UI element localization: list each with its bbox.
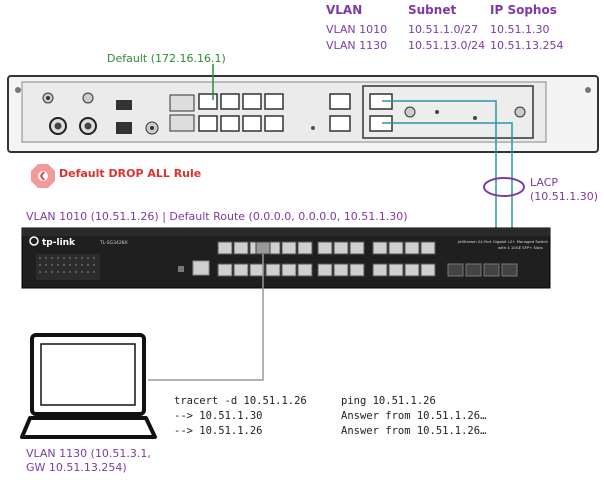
drop-rule-icon bbox=[31, 164, 55, 188]
lacp-label: LACP bbox=[530, 176, 559, 189]
tracert-hop-2: --> 10.51.1.26 bbox=[174, 425, 263, 437]
default-gateway-label: Default (172.16.16.1) bbox=[107, 52, 226, 65]
vlan-header: VLAN bbox=[326, 3, 363, 17]
subnet-header: Subnet bbox=[408, 3, 457, 17]
switch-vlan-label: VLAN 1010 (10.51.1.26) | Default Route (… bbox=[26, 210, 408, 223]
laptop-link-line bbox=[148, 254, 264, 381]
switch-brand-text: tp-link bbox=[42, 238, 76, 248]
vlan-row-2-ip: 10.51.13.254 bbox=[490, 39, 564, 52]
firewall-device bbox=[7, 75, 599, 153]
ping-command: ping 10.51.1.26 bbox=[341, 395, 436, 407]
tracert-hop-1: --> 10.51.1.30 bbox=[174, 410, 263, 422]
switch-desc-line-1: JetStream 24-Port Gigabit L2+ Managed Sw… bbox=[457, 239, 548, 244]
laptop-vlan-label-1: VLAN 1130 (10.51.3.1, bbox=[26, 447, 151, 460]
laptop-vlan-label-2: GW 10.51.13.254) bbox=[26, 461, 127, 474]
vlan-row-1-ip: 10.51.1.30 bbox=[490, 23, 550, 36]
switch-desc-line-2: with 4 10GE SFP+ Slots bbox=[498, 245, 543, 250]
firewall-port-block-1 bbox=[198, 93, 284, 132]
vlan-row-2-vlan: VLAN 1130 bbox=[326, 39, 388, 52]
vlan-row-2-subnet: 10.51.13.0/24 bbox=[408, 39, 486, 52]
laptop-switch-port bbox=[255, 241, 271, 255]
lacp-links bbox=[382, 100, 513, 278]
tracert-command: tracert -d 10.51.1.26 bbox=[174, 395, 307, 407]
vlan-row-1-subnet: 10.51.1.0/27 bbox=[408, 23, 479, 36]
lacp-ip-label: (10.51.1.30) bbox=[530, 190, 599, 203]
ip-sophos-header: IP Sophos bbox=[490, 3, 557, 17]
lacp-bundle-ellipse bbox=[483, 177, 525, 197]
ping-reply-1: Answer from 10.51.1.26… bbox=[341, 410, 487, 422]
ping-reply-2: Answer from 10.51.1.26… bbox=[341, 425, 487, 437]
vlan-row-1-vlan: VLAN 1010 bbox=[326, 23, 388, 36]
switch-device bbox=[21, 227, 551, 289]
switch-model-text: TL-SG3428X bbox=[99, 240, 128, 246]
laptop-icon bbox=[20, 333, 157, 439]
drop-rule-label: Default DROP ALL Rule bbox=[59, 167, 202, 180]
